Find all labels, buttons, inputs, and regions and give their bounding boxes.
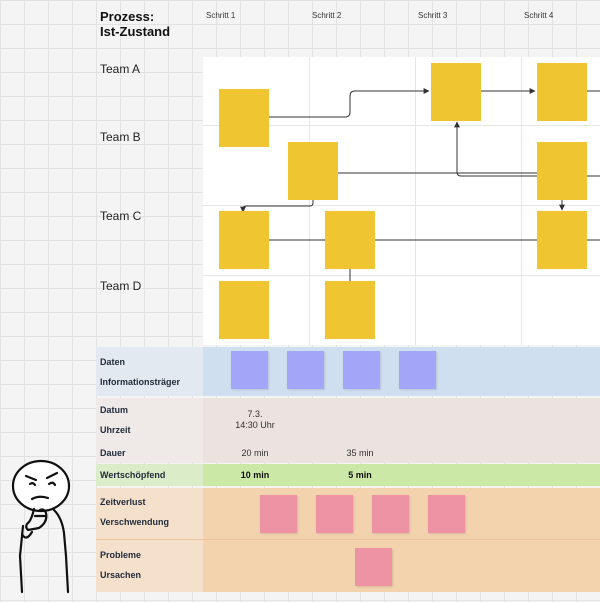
datum-row-band (203, 398, 600, 463)
process-step-note[interactable] (537, 142, 587, 200)
informationstraeger-label: Informationsträger (100, 377, 181, 387)
process-step-note[interactable] (219, 211, 269, 269)
process-step-note[interactable] (288, 142, 338, 200)
data-sticky-note[interactable] (231, 351, 268, 389)
step-header-3: Schritt 3 (418, 11, 448, 20)
zeit-row-label-bg (96, 488, 203, 592)
verschwendung-label: Verschwendung (100, 517, 170, 527)
loss-sticky-note[interactable] (428, 495, 465, 533)
loss-sticky-note[interactable] (260, 495, 297, 533)
daten-row-label-bg (96, 347, 203, 396)
data-sticky-note[interactable] (287, 351, 324, 389)
step-header-2: Schritt 2 (312, 11, 342, 20)
datum-label: Datum (100, 405, 129, 415)
thinking-face-illustration (11, 459, 71, 594)
process-step-note[interactable] (537, 211, 587, 269)
uhrzeit-value-step-1: 14:30 Uhr (235, 420, 275, 430)
team-a-label: Team A (100, 62, 141, 76)
zeit-row-divider (96, 539, 600, 540)
process-step-note[interactable] (431, 63, 481, 121)
page-title: Prozess: Ist-Zustand (100, 9, 170, 39)
swimlane-divider (203, 125, 600, 126)
swimlane-divider (203, 275, 600, 276)
step-header-1: Schritt 1 (206, 11, 236, 20)
team-d-label: Team D (100, 279, 142, 293)
zeitverlust-label: Zeitverlust (100, 497, 146, 507)
process-step-note[interactable] (537, 63, 587, 121)
wert-row-band (203, 464, 600, 486)
title-line-1: Prozess: (100, 9, 155, 24)
loss-sticky-note[interactable] (372, 495, 409, 533)
process-step-note[interactable] (219, 89, 269, 147)
step-header-4: Schritt 4 (524, 11, 554, 20)
process-step-note[interactable] (219, 281, 269, 339)
wert-value-step-2: 5 min (348, 470, 372, 480)
wert-row-label-bg (96, 464, 203, 486)
probleme-label: Probleme (100, 550, 142, 560)
uhrzeit-label: Uhrzeit (100, 425, 131, 435)
loss-sticky-note[interactable] (316, 495, 353, 533)
team-b-label: Team B (100, 130, 141, 144)
column-divider (521, 57, 522, 345)
ursachen-label: Ursachen (100, 570, 142, 580)
dauer-value-step-1: 20 min (241, 448, 269, 458)
column-divider (309, 57, 310, 345)
data-sticky-note[interactable] (399, 351, 436, 389)
daten-label: Daten (100, 357, 126, 367)
dauer-value-step-2: 35 min (346, 448, 374, 458)
team-c-label: Team C (100, 209, 142, 223)
column-divider (415, 57, 416, 345)
wert-value-step-1: 10 min (240, 470, 270, 480)
swimlane-divider (203, 205, 600, 206)
process-step-note[interactable] (325, 281, 375, 339)
title-line-2: Ist-Zustand (100, 24, 171, 39)
datum-value-step-1: 7.3. (247, 409, 263, 419)
process-canvas (203, 57, 600, 345)
problem-sticky-note[interactable] (355, 548, 392, 586)
process-step-note[interactable] (325, 211, 375, 269)
data-sticky-note[interactable] (343, 351, 380, 389)
datum-row-label-bg (96, 398, 203, 463)
dauer-label: Dauer (100, 448, 126, 458)
wertschoepfend-label: Wertschöpfend (100, 470, 166, 480)
